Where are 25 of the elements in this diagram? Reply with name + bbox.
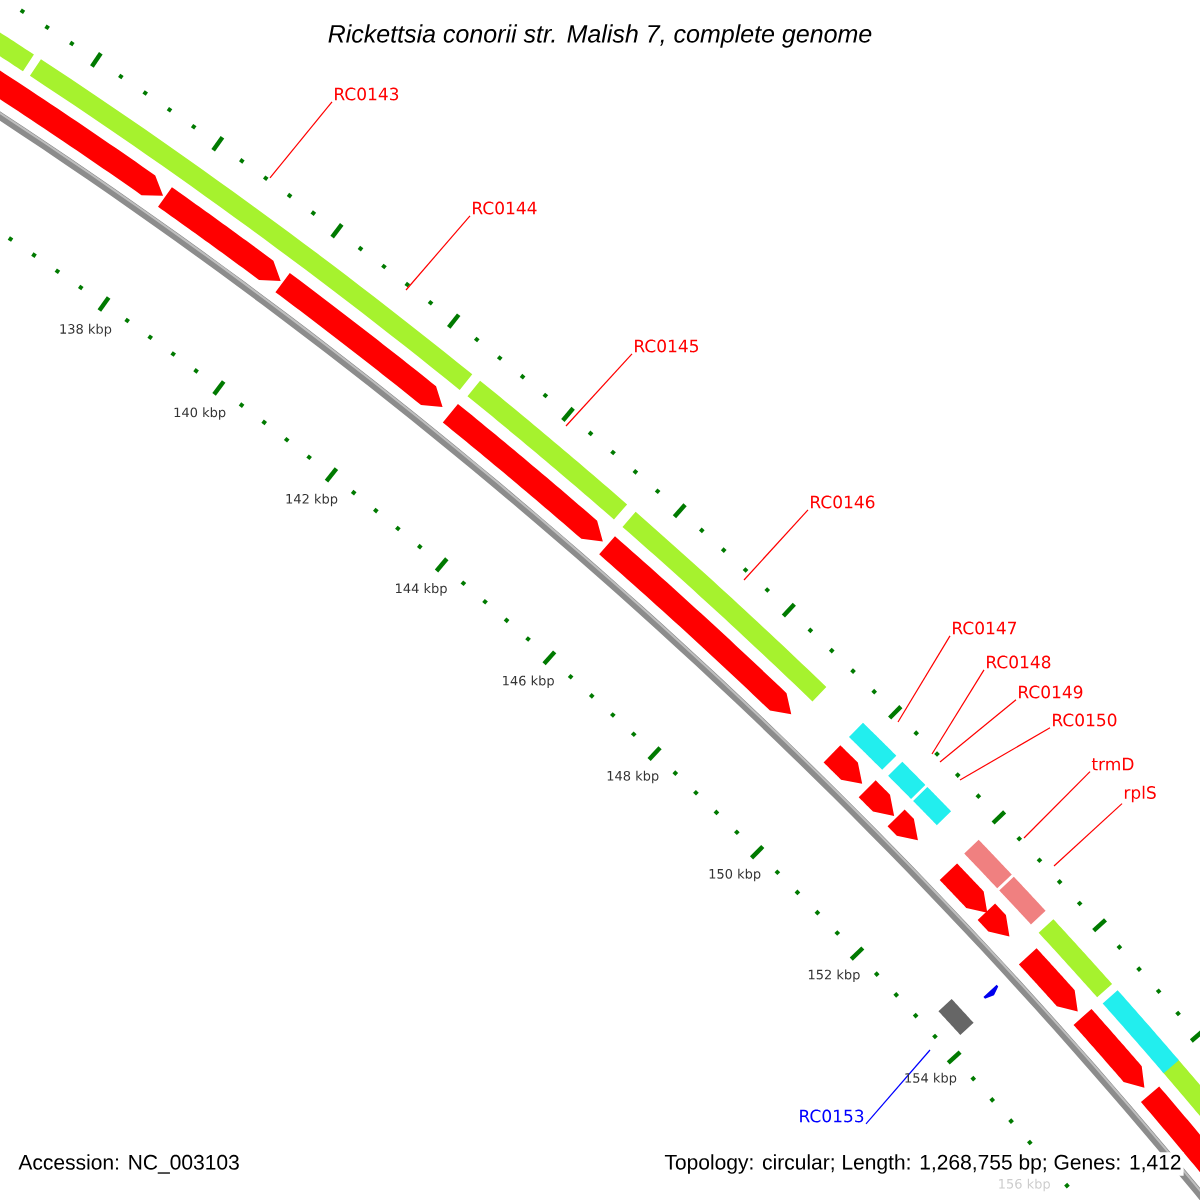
gene-label: rplS <box>1124 785 1156 803</box>
gene-label: RC0148 <box>987 655 1051 669</box>
gene-label: RC0150 <box>1053 713 1117 727</box>
leader-line <box>565 353 633 427</box>
gene-label: RC0147 <box>953 621 1017 635</box>
leader-line <box>1053 803 1123 867</box>
gene-label: RC0149 <box>1019 685 1083 699</box>
gene-label: RC0143 <box>335 87 399 101</box>
gene-label: RC0144 <box>473 201 537 215</box>
genome-info-text: Topology: circular; Length: 1,268,755 bp; Genes: 1,412 <box>662 1152 1184 1176</box>
leader-line <box>939 699 1017 763</box>
leader-line <box>897 635 951 723</box>
leader-line <box>959 727 1051 781</box>
leader-line <box>405 215 471 291</box>
gene-label: RC0145 <box>635 339 698 353</box>
gene-label: RC0153 <box>800 1109 864 1123</box>
gene-label: trmD <box>1091 757 1134 771</box>
leader-line <box>931 669 985 755</box>
accession-text: Accession: NC_003103 <box>18 1154 239 1174</box>
title: Rickettsia conorii str. Malish 7, complete genome <box>328 24 872 48</box>
leader-line <box>865 1049 931 1125</box>
gene-label: RC0146 <box>811 495 875 509</box>
leader-line <box>1023 771 1091 839</box>
leader-line <box>269 101 333 179</box>
leader-line <box>743 509 809 581</box>
